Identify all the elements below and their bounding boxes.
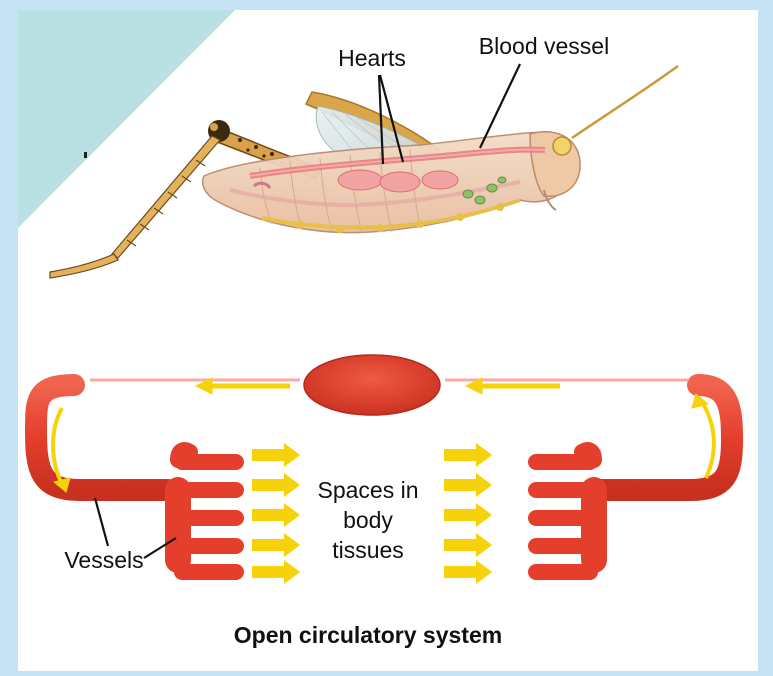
heart-bulge: [304, 355, 440, 415]
label-vessels: Vessels: [64, 547, 143, 573]
label-spaces-line3: tissues: [332, 537, 404, 563]
label-spaces-line2: body: [343, 507, 393, 533]
label-blood-vessel: Blood vessel: [479, 33, 609, 59]
figure-caption: Open circulatory system: [234, 622, 502, 648]
compound-eye: [553, 137, 571, 155]
scan-mark: [84, 152, 87, 158]
label-spaces-line1: Spaces in: [317, 477, 418, 503]
label-hearts: Hearts: [338, 45, 406, 71]
